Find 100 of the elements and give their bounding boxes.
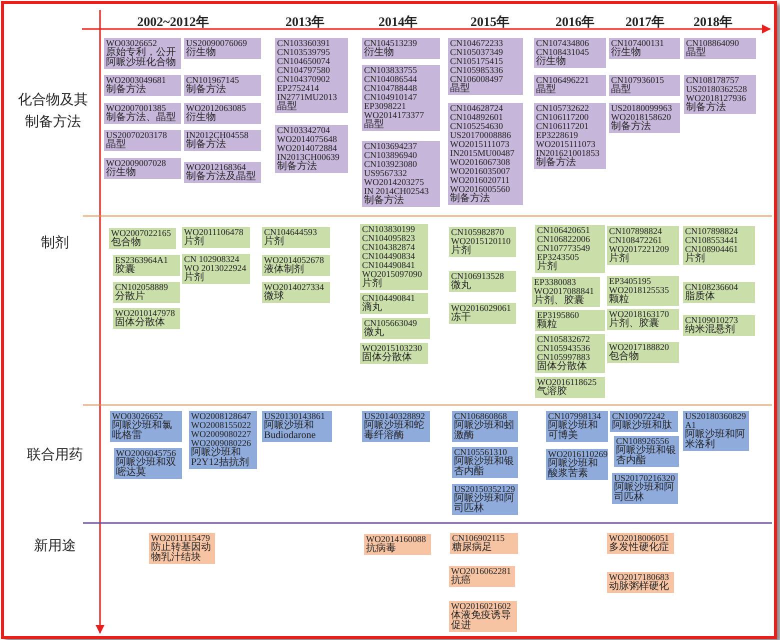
category-text: 阿哌沙班和蚓激酶: [454, 421, 515, 441]
patent-box: [449, 601, 517, 632]
patent-number: WO2016020711: [450, 176, 511, 185]
patent-box: [450, 533, 518, 554]
patent-number: CN108864090: [686, 39, 740, 48]
patent-number: CN109072242: [612, 412, 666, 421]
category-text: 微丸: [451, 281, 472, 291]
patent-number: IN201621001853: [536, 149, 600, 158]
patent-box: [104, 158, 181, 179]
patent-number: ES2363964A1: [115, 256, 170, 265]
patent-box: [104, 75, 181, 96]
patent-number: WO2018006051: [609, 534, 670, 543]
category-text: 片剂、胶囊: [609, 319, 660, 329]
category-text: 晶型: [686, 48, 707, 58]
patent-number: EP3380083: [534, 278, 578, 287]
patent-number: CN106860868: [454, 412, 508, 421]
patent-box: [114, 448, 182, 479]
patent-number: WO2017088841: [534, 287, 595, 296]
patent-number: US20090076069: [186, 39, 248, 48]
patent-number: EP3195860: [537, 311, 580, 320]
category-text: 阿哌沙班和阿司匹林: [454, 494, 515, 514]
patent-box: [684, 75, 756, 114]
category-text: 阿哌沙班和双嘧达莫: [116, 458, 177, 478]
patent-number: CN103694237: [364, 142, 418, 151]
category-text: 片剂、胶囊: [534, 296, 585, 306]
patent-box: [452, 447, 518, 478]
patent-number: CN103539795: [277, 48, 332, 57]
patent-box: [535, 225, 605, 273]
patent-number: CN104513239: [364, 39, 418, 48]
patent-box: [182, 227, 250, 248]
patent-number: CN104788448: [364, 84, 418, 93]
patent-box: [546, 411, 608, 442]
category-text: 晶型: [536, 85, 557, 95]
patent-box: [184, 162, 261, 183]
patent-number: WO2015111073: [450, 140, 510, 149]
category-text: 阿哌沙班和银杏内酯: [454, 457, 515, 477]
category-text: 制备方法: [686, 103, 727, 113]
patent-number: CN103342704: [277, 126, 332, 135]
patent-box: [534, 38, 606, 68]
category-text: 胶囊: [115, 265, 136, 275]
patent-number: US20180362528: [686, 85, 748, 94]
patent-box: [614, 436, 679, 467]
patent-number: CN104490841: [362, 294, 416, 303]
patent-number: CN105982870: [451, 228, 506, 237]
patent-number: WO03026652: [112, 412, 163, 421]
category-text: 制备方法: [106, 85, 147, 95]
patent-box: [546, 449, 608, 480]
patent-number: CN104490834: [362, 252, 416, 261]
patent-number: US20140328892: [364, 412, 426, 421]
patent-number: CN104644593: [264, 228, 318, 237]
category-text: 片剂: [362, 279, 383, 289]
category-text: 片剂: [264, 237, 285, 247]
category-text: 包合物: [609, 352, 640, 362]
patent-number: CN108904461: [685, 245, 740, 254]
patent-box: [189, 411, 257, 469]
patent-box: [182, 254, 250, 284]
category-text: 晶型: [611, 85, 632, 95]
patent-box: [535, 377, 605, 398]
patent-box: [607, 342, 679, 363]
patent-number: US20170216320: [614, 474, 676, 483]
category-text: 纳米混悬剂: [685, 325, 736, 335]
patent-number: CN 102908324: [184, 255, 240, 264]
patent-box: [683, 411, 749, 451]
category-text: 片剂: [184, 273, 205, 283]
patent-number: CN105037349: [450, 48, 504, 57]
patent-box: [275, 38, 348, 113]
patent-number: WO2015111073: [536, 140, 596, 149]
patent-box: [113, 282, 180, 303]
patent-number: WO2018127936: [686, 94, 747, 103]
patent-number: WO2014173377: [364, 111, 425, 120]
category-text: 包合物: [111, 238, 142, 248]
patent-number: WO2015120110: [451, 237, 512, 246]
category-text: 制备方法及晶型: [186, 172, 257, 182]
patent-number: WO2009080227: [191, 430, 252, 439]
patent-number: WO2008128647: [191, 412, 252, 421]
patent-number: CN107773549: [537, 244, 592, 253]
category-text: 片剂: [537, 262, 558, 272]
patent-number: IN2015MU00487: [450, 149, 516, 158]
row-heading: 新用途: [33, 537, 77, 556]
patent-number: WO2012063085: [186, 104, 247, 113]
category-text: 糖尿病足: [452, 543, 493, 553]
patent-number: WO2016067308: [450, 158, 511, 167]
category-text: 阿哌沙班和酸浆苦素: [548, 459, 599, 479]
category-text: 阿哌沙班和可博美: [548, 421, 599, 441]
category-text: 制备方法、晶型: [106, 113, 177, 123]
category-text: 衍生物: [186, 113, 217, 123]
patent-number: WO2017188820: [609, 343, 670, 352]
category-text: 制备方法: [277, 162, 318, 172]
row-heading: 制剂: [40, 234, 70, 253]
row-heading: 化合物及其制备方法: [17, 92, 89, 132]
patent-number: WO2017180683: [609, 573, 670, 582]
patent-number: WO2008155022: [191, 421, 252, 430]
patent-box: [534, 75, 606, 96]
category-text: 颗粒: [609, 295, 630, 305]
patent-box: [362, 318, 430, 339]
patent-number: CN104370902: [277, 75, 332, 84]
category-text: 衍生物: [536, 57, 567, 67]
patent-number: CN107400131: [611, 39, 666, 48]
patent-number: CN108553441: [685, 236, 740, 245]
patent-box: [535, 334, 605, 373]
